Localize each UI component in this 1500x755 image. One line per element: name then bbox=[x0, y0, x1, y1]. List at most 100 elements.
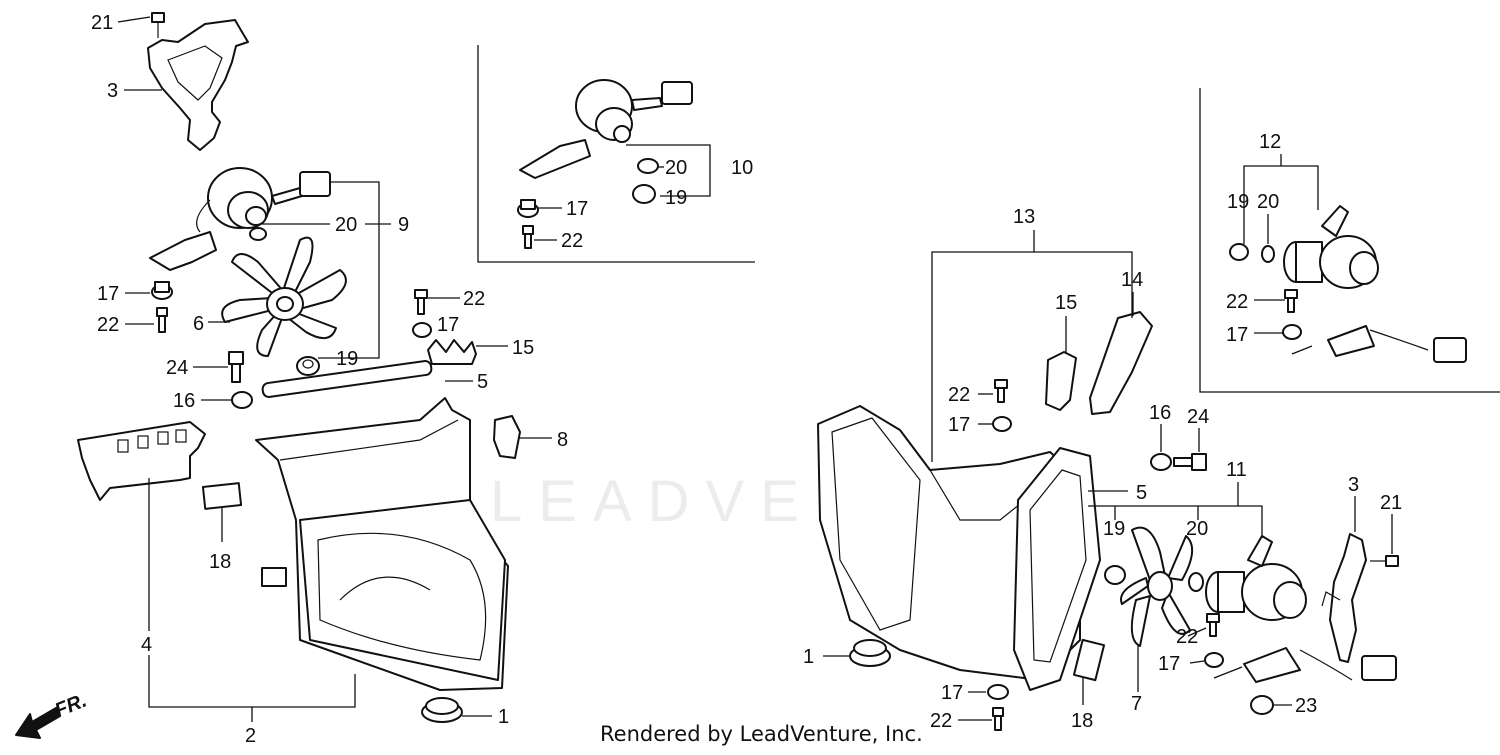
callout-20-left: 20 bbox=[335, 214, 357, 236]
label-18-left bbox=[201, 482, 243, 510]
bolt-21-right bbox=[1370, 555, 1399, 567]
callout-15-left: 15 bbox=[512, 337, 534, 359]
grommet-24-left bbox=[228, 351, 244, 383]
collar-20-inset bbox=[637, 158, 659, 174]
nut-17-inset-right bbox=[1282, 324, 1302, 340]
callout-21-left: 21 bbox=[91, 12, 113, 34]
nut-19-right bbox=[1104, 565, 1126, 585]
callout-17-right-lower: 17 bbox=[941, 682, 963, 704]
nut-17-right-lower bbox=[987, 684, 1009, 700]
callout-10: 10 bbox=[731, 157, 753, 179]
nut-17-middle bbox=[412, 322, 432, 338]
render-credit: Rendered by LeadVenture, Inc. bbox=[600, 722, 923, 746]
front-direction-arrow: FR. bbox=[15, 690, 90, 739]
callout-9: 9 bbox=[398, 214, 409, 236]
callout-5-right: 5 bbox=[1136, 482, 1147, 504]
callout-12: 12 bbox=[1259, 131, 1281, 153]
nut-17-right-upper bbox=[992, 416, 1012, 432]
grommet-1-left bbox=[421, 697, 463, 723]
callout-5-left: 5 bbox=[477, 371, 488, 393]
callout-17-right-motor: 17 bbox=[1158, 653, 1180, 675]
collar-20-left bbox=[249, 227, 267, 241]
clip-15-left bbox=[427, 339, 477, 365]
callout-18-right: 18 bbox=[1071, 710, 1093, 732]
nut-19-inset bbox=[632, 184, 656, 204]
callout-3-left: 3 bbox=[107, 80, 118, 102]
callout-numbers: 21 3 9 20 17 22 6 19 24 16 22 17 15 5 8 … bbox=[91, 12, 1402, 747]
bolt-21-left bbox=[151, 12, 165, 38]
callout-19-inset: 19 bbox=[665, 187, 687, 209]
fan-blade-6 bbox=[221, 236, 347, 357]
nut-19-left bbox=[296, 356, 320, 376]
direction-label: FR. bbox=[52, 690, 90, 722]
callout-22-right-lower: 22 bbox=[930, 710, 952, 732]
label-18-right bbox=[1072, 638, 1106, 682]
fan-blade-7 bbox=[1120, 526, 1193, 647]
callout-14: 14 bbox=[1121, 269, 1143, 291]
fan-bracket-3-right bbox=[1321, 533, 1367, 663]
callout-19-inset-right: 19 bbox=[1227, 191, 1249, 213]
grommet-24-right bbox=[1173, 453, 1207, 471]
callout-17-left: 17 bbox=[97, 283, 119, 305]
callout-1-left: 1 bbox=[498, 706, 509, 728]
seal-strip-5-left bbox=[261, 360, 433, 398]
fan-motor-12 bbox=[1283, 205, 1467, 363]
fan-motor-11 bbox=[1205, 535, 1397, 683]
bolt-22-right-upper bbox=[994, 379, 1008, 403]
inset-frame-motor-12 bbox=[1199, 88, 1500, 393]
bolt-22-left bbox=[156, 307, 168, 333]
fan-motor-9 bbox=[149, 167, 331, 271]
callout-18-left: 18 bbox=[209, 551, 231, 573]
grommet-1-right bbox=[849, 639, 891, 667]
nut-17-inset bbox=[517, 199, 539, 218]
callout-3-right: 3 bbox=[1348, 474, 1359, 496]
washer-16-left bbox=[231, 391, 253, 409]
fan-motor-10 bbox=[519, 79, 693, 179]
callout-17-middle: 17 bbox=[437, 314, 459, 336]
callout-21-right: 21 bbox=[1380, 492, 1402, 514]
inset-frame-motor-10 bbox=[477, 45, 755, 263]
callout-16-left: 16 bbox=[173, 390, 195, 412]
seal-strip-5-right bbox=[1013, 447, 1101, 691]
callout-1-right: 1 bbox=[803, 646, 814, 668]
callout-6: 6 bbox=[193, 313, 204, 335]
bolt-22-inset bbox=[522, 225, 534, 249]
callout-22-middle: 22 bbox=[463, 288, 485, 310]
bolt-22-right-motor bbox=[1206, 613, 1220, 637]
callout-22-left: 22 bbox=[97, 314, 119, 336]
collar-20-right bbox=[1188, 572, 1204, 592]
nut-23 bbox=[1250, 695, 1274, 715]
callout-24-right: 24 bbox=[1187, 406, 1209, 428]
callout-17-inset: 17 bbox=[566, 198, 588, 220]
callout-15-right: 15 bbox=[1055, 292, 1077, 314]
bolt-22-right-lower bbox=[992, 707, 1004, 731]
callout-4: 4 bbox=[141, 634, 152, 656]
callout-22-inset: 22 bbox=[561, 230, 583, 252]
callout-13: 13 bbox=[1013, 206, 1035, 228]
callout-17-right-upper: 17 bbox=[948, 414, 970, 436]
callout-11: 11 bbox=[1226, 459, 1247, 481]
callout-17-inset-right: 17 bbox=[1226, 324, 1248, 346]
bolt-22-inset-right bbox=[1284, 289, 1298, 313]
callout-19-right: 19 bbox=[1103, 518, 1125, 540]
bolt-22-middle bbox=[414, 289, 428, 315]
fan-bracket-3-left bbox=[147, 19, 249, 151]
callout-8: 8 bbox=[557, 429, 568, 451]
wire-clamp-14 bbox=[1089, 311, 1153, 415]
callout-20-inset: 20 bbox=[665, 157, 687, 179]
clip-15-right bbox=[1045, 351, 1077, 411]
callout-24-left: 24 bbox=[166, 357, 188, 379]
callout-16-right: 16 bbox=[1149, 402, 1171, 424]
callout-22-right-upper: 22 bbox=[948, 384, 970, 406]
sponge-8 bbox=[493, 415, 521, 459]
callout-20-right: 20 bbox=[1186, 518, 1208, 540]
callout-7: 7 bbox=[1131, 693, 1142, 715]
callout-22-right-motor: 22 bbox=[1176, 626, 1198, 648]
nut-17-left bbox=[151, 281, 173, 300]
callout-2: 2 bbox=[245, 725, 256, 747]
nut-19-inset-right bbox=[1229, 243, 1249, 261]
washer-16-right bbox=[1150, 453, 1172, 471]
nut-17-right-motor bbox=[1204, 652, 1224, 668]
callout-20-inset-right: 20 bbox=[1257, 191, 1279, 213]
